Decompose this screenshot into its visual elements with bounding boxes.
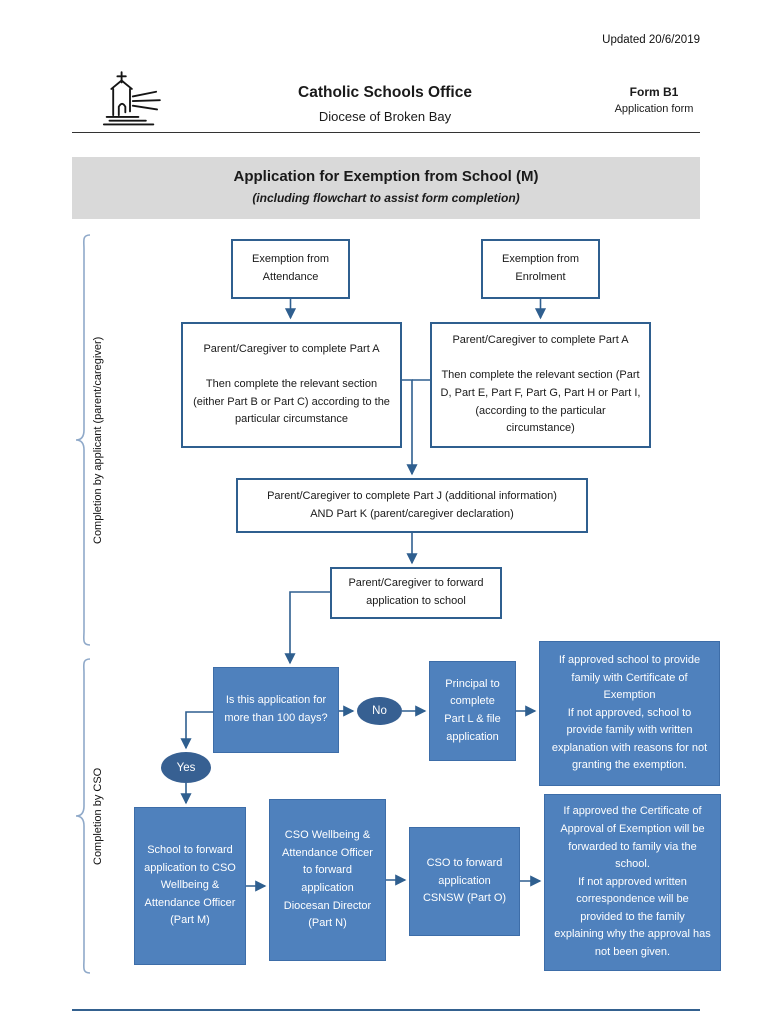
form-type-label: Application form <box>614 103 694 115</box>
page-title: Application for Exemption from School (M… <box>233 168 539 185</box>
form-code: Form B1 <box>629 85 679 99</box>
header-divider <box>72 132 700 133</box>
footer-divider <box>72 1009 700 1011</box>
flow-box-cso-forward-part-o: CSO to forward application CSNSW (Part O… <box>409 827 520 936</box>
org-subtitle: Diocese of Broken Bay <box>318 109 452 124</box>
flow-box-principal-part-l: Principal to complete Part L & file appl… <box>429 661 516 761</box>
updated-date: Updated 20/6/2019 <box>602 34 700 46</box>
header-title-group: Catholic Schools Office Diocese of Broke… <box>252 84 518 124</box>
flow-box-part-a-enrolment: Parent/Caregiver to complete Part A Then… <box>430 322 651 448</box>
flow-box-cso-outcome: If approved the Certificate of Approval … <box>544 794 721 971</box>
flow-box-cso-officer-part-n: CSO Wellbeing & Attendance Officer to fo… <box>269 799 386 961</box>
page-subtitle: (including flowchart to assist form comp… <box>252 191 520 205</box>
church-sketch-icon <box>102 71 161 126</box>
flow-yes-oval: Yes <box>161 752 211 783</box>
document-title-block: Application for Exemption from School (M… <box>72 157 700 219</box>
flow-decision-100-days: Is this application for more than 100 da… <box>213 667 339 753</box>
org-name: Catholic Schools Office <box>298 84 472 101</box>
cso-section-label: Completion by CSO <box>92 767 104 865</box>
flow-box-exemption-attendance: Exemption from Attendance <box>231 239 350 299</box>
flow-box-school-outcome: If approved school to provide family wit… <box>539 641 720 786</box>
flow-box-part-a-attendance: Parent/Caregiver to complete Part A Then… <box>181 322 402 448</box>
flow-box-forward-cso-part-m: School to forward application to CSO Wel… <box>134 807 246 965</box>
flow-box-forward-to-school: Parent/Caregiver to forward application … <box>330 567 502 619</box>
applicant-section-label: Completion by applicant (parent/caregive… <box>92 336 104 544</box>
flow-box-part-j-k: Parent/Caregiver to complete Part J (add… <box>236 478 588 533</box>
flow-box-exemption-enrolment: Exemption from Enrolment <box>481 239 600 299</box>
flow-no-oval: No <box>357 697 402 725</box>
diocese-logo <box>88 68 172 141</box>
form-id-group: Form B1 Application form <box>594 85 714 115</box>
